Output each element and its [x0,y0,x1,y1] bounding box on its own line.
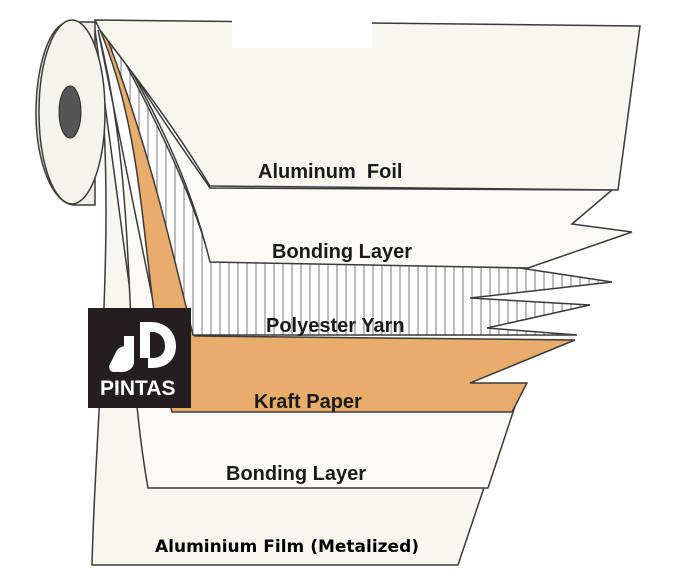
top-patch [232,18,372,48]
caption-aluminium-film: Aluminium Film (Metalized) [155,537,419,557]
label-polyester-yarn: Polyester Yarn [266,315,405,337]
label-aluminum-foil: Aluminum Foil [258,161,402,183]
roll-core-hole [58,85,82,139]
aluminum-foil-layer [93,19,641,191]
pintas-logo-text: PINTAS [100,377,175,400]
label-kraft-paper: Kraft Paper [254,391,362,413]
pintas-logo-mark [109,322,176,372]
label-bonding-layer-bottom: Bonding Layer [226,463,366,485]
label-bonding-layer-top: Bonding Layer [272,241,412,263]
pintas-logo: PINTAS [88,308,191,408]
polyester-yarn-layer [102,29,613,336]
